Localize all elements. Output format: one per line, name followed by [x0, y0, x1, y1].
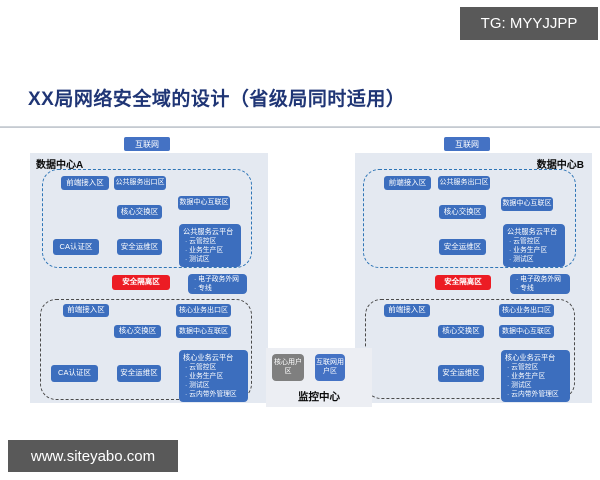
zone-security-ops: 安全运维区: [117, 365, 161, 382]
cloud-item: 测试区: [507, 381, 567, 390]
internet-label-b: 互联网: [444, 137, 490, 151]
zone-front-access: 前端接入区: [384, 176, 431, 190]
internet-user-zone: 互联网用户区: [315, 354, 345, 381]
page-title: XX局网络安全域的设计（省级局同时适用）: [28, 89, 406, 110]
cloud-item: 云管控区: [509, 237, 562, 246]
zone-security-ops: 安全运维区: [438, 365, 484, 382]
cloud-item: 业务生产区: [185, 372, 245, 381]
cloud-item: 业务生产区: [185, 246, 238, 255]
cloud-item-list: 云管控区 业务生产区 测试区 云内带外管理区: [505, 363, 567, 400]
cloud-item-list: 云管控区 业务生产区 测试区: [183, 237, 238, 265]
core-cloud-platform-a: 核心业务云平台 云管控区 业务生产区 测试区 云内带外管理区: [179, 350, 248, 403]
public-service-region-b: 前端接入区 公共服务出口区 核心交换区 数据中心互联区 公共服务云平台 云管控区…: [363, 169, 576, 268]
zone-core-switch: 核心交换区: [114, 325, 161, 338]
cloud-item: 云管控区: [185, 237, 238, 246]
cloud-item: 业务生产区: [509, 246, 562, 255]
cloud-item: 云管控区: [185, 363, 245, 372]
zone-core-switch: 核心交换区: [438, 325, 484, 338]
egov-item-list: 电子政务外网 专线: [192, 275, 244, 293]
zone-front-access: 前端接入区: [61, 176, 109, 190]
cloud-title: 核心业务云平台: [183, 353, 234, 362]
public-cloud-platform-b: 公共服务云平台 云管控区 业务生产区 测试区: [503, 224, 565, 268]
zone-public-service-exit: 公共服务出口区: [438, 176, 490, 190]
cloud-item: 云内带外管理区: [507, 390, 567, 399]
egov-extranet-link-b: 电子政务外网 专线: [510, 274, 570, 294]
zone-ca-auth: CA认证区: [53, 239, 99, 255]
datacenter-b-panel: 数据中心B 前端接入区 公共服务出口区 核心交换区 数据中心互联区 公共服务云平…: [355, 153, 592, 403]
cloud-item: 云管控区: [507, 363, 567, 372]
egov-item: 专线: [516, 284, 567, 293]
cloud-item: 业务生产区: [507, 372, 567, 381]
internet-label-a: 互联网: [124, 137, 170, 151]
cloud-item-list: 云管控区 业务生产区 测试区 云内带外管理区: [183, 363, 245, 400]
cloud-title: 公共服务云平台: [183, 227, 234, 236]
zone-dc-interconnect: 数据中心互联区: [501, 197, 553, 211]
monitoring-center-panel: 核心用户区 互联网用户区 监控中心: [266, 348, 372, 407]
egov-item: 专线: [194, 284, 244, 293]
datacenter-b-title: 数据中心B: [536, 160, 584, 171]
zone-core-switch: 核心交换区: [117, 205, 162, 219]
core-user-zone: 核心用户区: [272, 354, 304, 381]
egov-item: 电子政务外网: [516, 275, 567, 284]
egov-item: 电子政务外网: [194, 275, 244, 284]
monitoring-center-title: 监控中心: [298, 391, 340, 403]
public-cloud-platform-a: 公共服务云平台 云管控区 业务生产区 测试区: [179, 224, 241, 268]
core-business-region-b: 前端接入区 核心业务出口区 核心交换区 数据中心互联区 核心业务云平台 云管控区…: [365, 299, 575, 403]
cloud-item: 测试区: [509, 255, 562, 264]
security-isolation-zone-a: 安全隔离区: [112, 275, 170, 290]
cloud-item: 云内带外管理区: [185, 390, 245, 399]
title-divider: [0, 126, 600, 128]
cloud-item: 测试区: [185, 255, 238, 264]
egov-item-list: 电子政务外网 专线: [514, 275, 567, 293]
core-cloud-platform-b: 核心业务云平台 云管控区 业务生产区 测试区 云内带外管理区: [501, 350, 570, 403]
zone-dc-interconnect: 数据中心互联区: [176, 325, 231, 338]
cloud-title: 核心业务云平台: [505, 353, 556, 362]
cloud-item-list: 云管控区 业务生产区 测试区: [507, 237, 562, 265]
tg-badge: TG: MYYJJPP: [460, 7, 598, 40]
zone-front-access: 前端接入区: [384, 304, 430, 317]
zone-security-ops: 安全运维区: [117, 239, 162, 255]
zone-core-business-exit: 核心业务出口区: [176, 304, 231, 317]
zone-dc-interconnect: 数据中心互联区: [499, 325, 554, 338]
core-business-region-a: 前端接入区 核心业务出口区 核心交换区 数据中心互联区 核心业务云平台 云管控区…: [40, 299, 252, 403]
zone-ca-auth: CA认证区: [51, 365, 98, 382]
zone-core-switch: 核心交换区: [439, 205, 486, 219]
datacenter-a-title: 数据中心A: [36, 160, 84, 171]
watermark-badge: www.siteyabo.com: [8, 440, 178, 472]
zone-core-business-exit: 核心业务出口区: [499, 304, 554, 317]
datacenter-a-panel: 数据中心A 前端接入区 公共服务出口区 核心交换区 数据中心互联区 公共服务云平…: [30, 153, 268, 403]
public-service-region-a: 前端接入区 公共服务出口区 核心交换区 数据中心互联区 公共服务云平台 云管控区…: [42, 169, 252, 268]
zone-dc-interconnect: 数据中心互联区: [178, 196, 230, 210]
zone-front-access: 前端接入区: [63, 304, 109, 317]
zone-security-ops: 安全运维区: [439, 239, 486, 255]
cloud-item: 测试区: [185, 381, 245, 390]
cloud-title: 公共服务云平台: [507, 227, 558, 236]
egov-extranet-link-a: 电子政务外网 专线: [188, 274, 247, 294]
security-isolation-zone-b: 安全隔离区: [435, 275, 491, 290]
zone-public-service-exit: 公共服务出口区: [114, 176, 166, 190]
